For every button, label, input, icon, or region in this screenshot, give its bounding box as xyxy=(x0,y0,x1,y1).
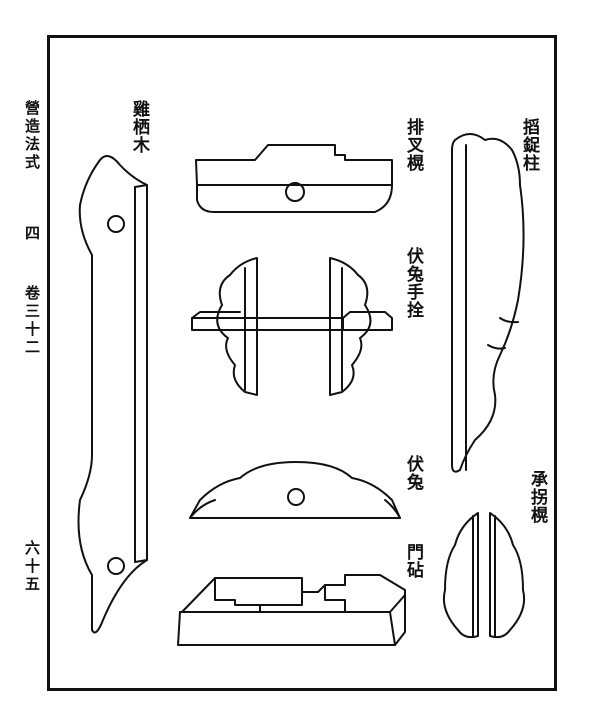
chapter-label: 卷三十二 xyxy=(23,285,41,357)
fu-tu-drawing xyxy=(189,461,401,519)
caption-fu-tu-shou-shuan: 伏兔手拴 xyxy=(403,247,423,319)
page-number: 六十五 xyxy=(23,540,41,594)
caption-ji-qi-mu: 雞栖木 xyxy=(129,100,149,154)
caption-pai-cha-fang: 排叉榥 xyxy=(403,118,423,172)
volume-number: 四 xyxy=(23,225,41,243)
caption-fu-tu: 伏兔 xyxy=(403,455,423,491)
pai-cha-fang-drawing xyxy=(195,144,393,213)
ji-qi-mu-drawing xyxy=(77,155,148,634)
caption-cheng-zhuo-fang: 承拐榥 xyxy=(527,470,547,524)
cheng-zhuo-fang-drawing xyxy=(442,512,526,639)
tou-lu-zhu-drawing xyxy=(451,133,525,473)
caption-men-dian: 門砧 xyxy=(403,543,423,579)
caption-tou-lu-zhu: 搯鋜柱 xyxy=(519,118,539,172)
men-dian-drawing xyxy=(177,574,406,646)
book-title: 營造法式 xyxy=(23,100,41,172)
fu-tu-shou-shuan-drawing xyxy=(191,257,393,396)
page-frame xyxy=(47,35,557,691)
